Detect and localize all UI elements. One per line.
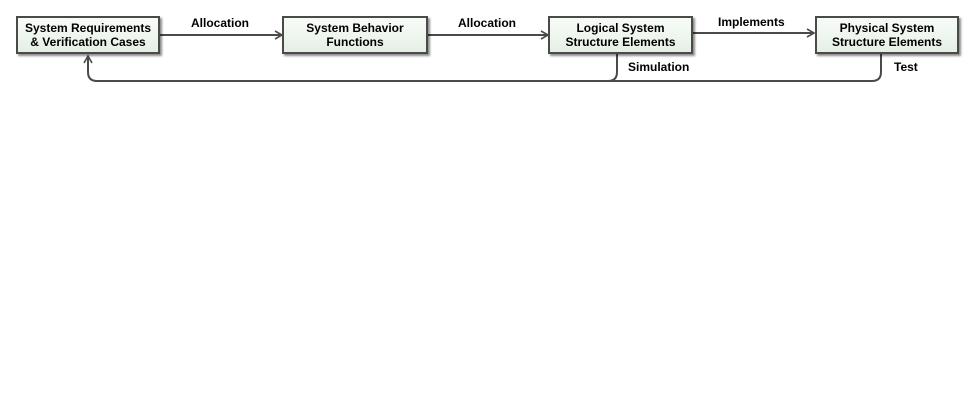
allocation-label-1: Allocation [191, 16, 250, 30]
node-logical-structure: Logical System Structure Elements [548, 16, 693, 54]
node-system-requirements-label: System Requirements & Verification Cases [24, 21, 152, 49]
node-physical-structure: Physical System Structure Elements [815, 16, 959, 54]
feedback-loop-line [83, 54, 882, 82]
simulation-label: Simulation [628, 60, 690, 74]
implements-label: Implements [718, 15, 785, 29]
node-system-behavior-label: System Behavior Functions [306, 21, 404, 49]
node-logical-structure-label: Logical System Structure Elements [565, 21, 676, 49]
node-system-requirements: System Requirements & Verification Cases [16, 16, 160, 54]
allocation-label-2: Allocation [458, 16, 517, 30]
node-physical-structure-label: Physical System Structure Elements [831, 21, 943, 49]
test-label: Test [894, 60, 918, 74]
simulation-branch-line [607, 54, 618, 82]
node-system-behavior: System Behavior Functions [282, 16, 428, 54]
